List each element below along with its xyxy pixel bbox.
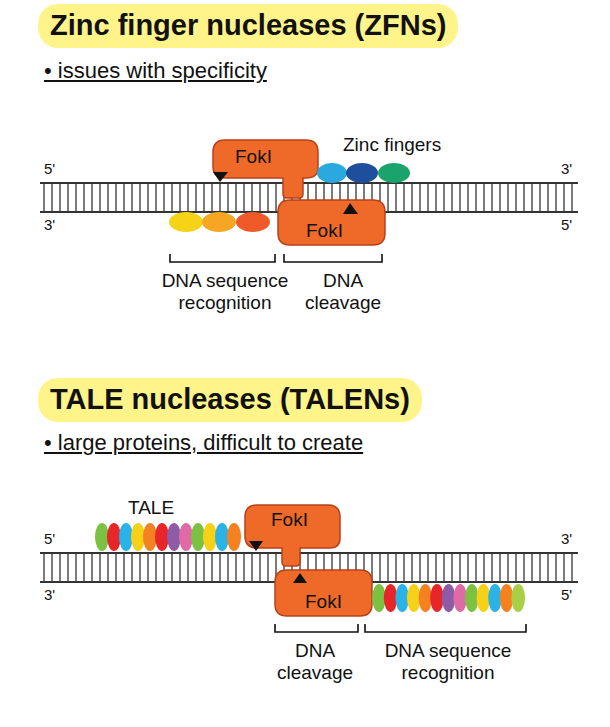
foki-domain: FokI [275, 570, 372, 616]
tale-repeat [95, 523, 109, 551]
domain-name: FokI [305, 591, 342, 613]
bullet-text: • large proteins, difficult to create [44, 430, 363, 455]
domain-name: FokI [235, 146, 272, 168]
foki-shape [245, 505, 372, 616]
strand-end: 5' [561, 586, 572, 603]
tale-repeat [419, 584, 433, 612]
heading-band: TALE nucleases (TALENs) [38, 378, 422, 422]
tale-repeat [511, 584, 525, 612]
tale-repeat [477, 584, 491, 612]
tale-repeat [384, 584, 398, 612]
foki-domain: FokI [278, 200, 385, 245]
protein-label: Zinc fingers [343, 134, 441, 156]
tale-repeat [500, 584, 514, 612]
tale-repeat [119, 523, 133, 551]
bullet-text: • issues with specificity [44, 58, 267, 83]
foki-domain: FokI [245, 505, 340, 548]
strand-end: 3' [44, 216, 55, 233]
foki-shape [213, 140, 385, 245]
tale-repeat [131, 523, 145, 551]
tale-repeat [372, 584, 386, 612]
tale-repeat [191, 523, 205, 551]
strand-end: 5' [44, 160, 55, 177]
region-label: DNA cleavage [283, 270, 403, 314]
strand-end: 3' [44, 586, 55, 603]
tale-repeat [143, 523, 157, 551]
heading-text: Zinc finger nucleases (ZFNs) [50, 9, 446, 42]
region-label: DNA cleavage [255, 640, 375, 684]
strand-end: 5' [44, 530, 55, 547]
heading-text: TALE nucleases (TALENs) [50, 383, 410, 416]
tale-repeat [215, 523, 229, 551]
tale-repeat [203, 523, 217, 551]
tale-repeat [430, 584, 444, 612]
region-label: DNA sequence recognition [378, 640, 518, 684]
region-label: DNA sequence recognition [150, 270, 300, 314]
protein-label: TALE [128, 497, 174, 519]
tale-repeat [453, 584, 467, 612]
strand-end: 3' [561, 530, 572, 547]
tale-repeat [167, 523, 181, 551]
domain-name: FokI [271, 509, 308, 531]
strand-end: 5' [561, 216, 572, 233]
tale-repeat [395, 584, 409, 612]
tale-repeat [442, 584, 456, 612]
tale-repeat [95, 523, 241, 551]
tale-repeat [372, 584, 525, 612]
tale-repeat [465, 584, 479, 612]
tale-repeat [227, 523, 241, 551]
heading-band: Zinc finger nucleases (ZFNs) [38, 4, 458, 48]
domain-name: FokI [306, 220, 343, 242]
tale-repeat [179, 523, 193, 551]
tale-repeat [488, 584, 502, 612]
tale-repeat [407, 584, 421, 612]
foki-domain: FokI [213, 140, 318, 178]
strand-end: 3' [561, 160, 572, 177]
zinc-finger [169, 163, 410, 232]
tale-repeat [107, 523, 121, 551]
tale-repeat [155, 523, 169, 551]
